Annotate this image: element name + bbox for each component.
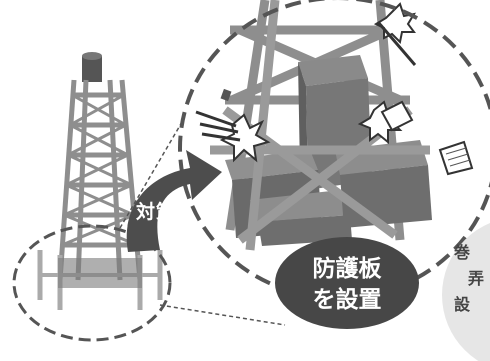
arrow-label: 対策 (136, 201, 177, 223)
side-note-circle (442, 223, 490, 361)
side-note-text: 巻 弄 設 (454, 240, 490, 318)
countermeasure-arrow (126, 150, 222, 252)
side-note-char: 弄 (468, 269, 485, 288)
small-tower (37, 52, 163, 310)
side-note-char: 巻 (454, 243, 471, 262)
shield-label-bubble (275, 237, 419, 329)
shield-label-line2: を設置 (312, 287, 382, 313)
side-note-char: 設 (454, 295, 471, 314)
tower-base-outline (12, 224, 172, 342)
zoomed-tower-base (195, 0, 474, 251)
shield-label: 防護板 を設置 (283, 254, 411, 316)
shield-label-line1: 防護板 (312, 256, 382, 282)
